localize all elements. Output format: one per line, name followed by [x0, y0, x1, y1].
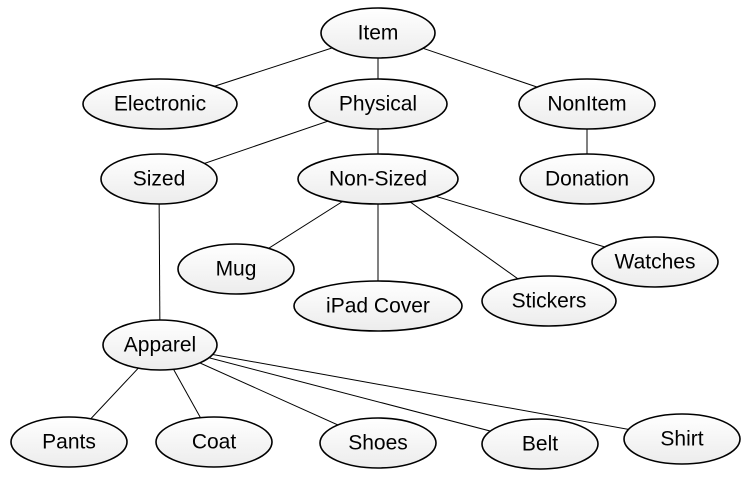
node-nonitem: NonItem	[518, 78, 656, 130]
node-coat: Coat	[155, 416, 273, 468]
edge-sized-to-apparel	[158, 178, 161, 346]
node-non-sized: Non-Sized	[297, 153, 459, 205]
node-item: Item	[320, 7, 436, 59]
node-non-sized-label: Non-Sized	[329, 168, 427, 191]
node-donation-shape	[519, 153, 655, 205]
node-electronic-label: Electronic	[114, 93, 206, 116]
node-pants-label: Pants	[42, 431, 96, 454]
node-donation: Donation	[519, 153, 655, 205]
node-electronic: Electronic	[82, 78, 238, 130]
node-belt-shape	[481, 418, 599, 470]
node-ipad-cover-shape	[293, 280, 463, 332]
node-electronic-shape	[82, 78, 238, 130]
node-shoes: Shoes	[319, 417, 437, 469]
edge-apparel-to-belt	[159, 344, 541, 445]
node-ipad-cover-label: iPad Cover	[326, 295, 430, 318]
node-shirt: Shirt	[623, 413, 741, 465]
node-mug: Mug	[177, 243, 295, 295]
node-physical-label: Physical	[339, 93, 417, 116]
node-coat-shape	[155, 416, 273, 468]
node-sized-shape	[100, 153, 218, 205]
node-pants: Pants	[10, 416, 128, 468]
node-ipad-cover: iPad Cover	[293, 280, 463, 332]
node-shoes-label: Shoes	[348, 432, 408, 455]
node-coat-label: Coat	[192, 431, 237, 454]
node-layer: Item Electronic Physical NonItem Sized N…	[10, 7, 741, 470]
node-physical: Physical	[308, 78, 448, 130]
node-donation-label: Donation	[545, 168, 629, 191]
node-watches: Watches	[591, 236, 719, 288]
node-item-label: Item	[358, 22, 399, 45]
node-mug-label: Mug	[216, 258, 257, 281]
node-sized-label: Sized	[133, 168, 186, 191]
node-watches-label: Watches	[615, 251, 696, 274]
node-pants-shape	[10, 416, 128, 468]
node-apparel-shape	[102, 319, 218, 371]
node-stickers-shape	[481, 275, 617, 327]
node-nonitem-shape	[518, 78, 656, 130]
node-nonitem-label: NonItem	[547, 93, 626, 116]
edge-apparel-to-shirt	[159, 344, 683, 440]
node-shirt-shape	[623, 413, 741, 465]
node-watches-shape	[591, 236, 719, 288]
node-stickers-label: Stickers	[512, 290, 587, 313]
node-shoes-shape	[319, 417, 437, 469]
node-physical-shape	[308, 78, 448, 130]
node-sized: Sized	[100, 153, 218, 205]
node-apparel: Apparel	[102, 319, 218, 371]
node-mug-shape	[177, 243, 295, 295]
node-belt-label: Belt	[522, 433, 558, 456]
node-shirt-label: Shirt	[660, 428, 703, 451]
node-apparel-label: Apparel	[124, 334, 196, 357]
node-non-sized-shape	[297, 153, 459, 205]
node-stickers: Stickers	[481, 275, 617, 327]
node-item-shape	[320, 7, 436, 59]
node-belt: Belt	[481, 418, 599, 470]
